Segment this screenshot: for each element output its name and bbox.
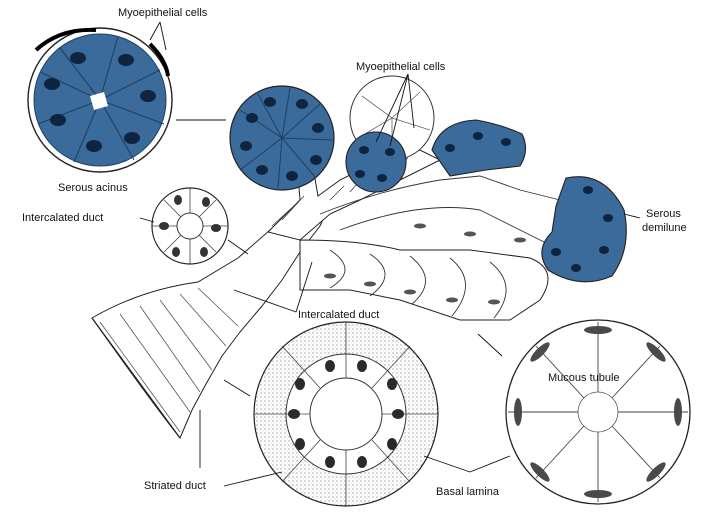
- label-serous-demilune-line2: demilune: [642, 222, 687, 235]
- inset-mucous-tubule: [506, 320, 690, 504]
- label-mucous-tubule: Mucous tubule: [548, 372, 620, 385]
- label-intercalated-duct-left: Intercalated duct: [22, 212, 103, 225]
- inset-striated-duct: [254, 322, 438, 506]
- label-intercalated-duct-center: Intercalated duct: [298, 309, 379, 322]
- mucous-tubule-cluster: [300, 240, 548, 320]
- inset-serous-acinus: [28, 28, 172, 172]
- label-myoepithelial-top: Myoepithelial cells: [118, 7, 207, 20]
- label-basal-lamina: Basal lamina: [436, 486, 499, 499]
- serous-acinus-main: [230, 86, 334, 190]
- inset-intercalated-duct: [152, 188, 228, 264]
- label-serous-demilune-line1: Serous: [646, 208, 681, 221]
- label-serous-acinus: Serous acinus: [58, 182, 128, 195]
- label-myoepithelial-mid: Myoepithelial cells: [356, 61, 445, 74]
- label-striated-duct: Striated duct: [144, 480, 206, 493]
